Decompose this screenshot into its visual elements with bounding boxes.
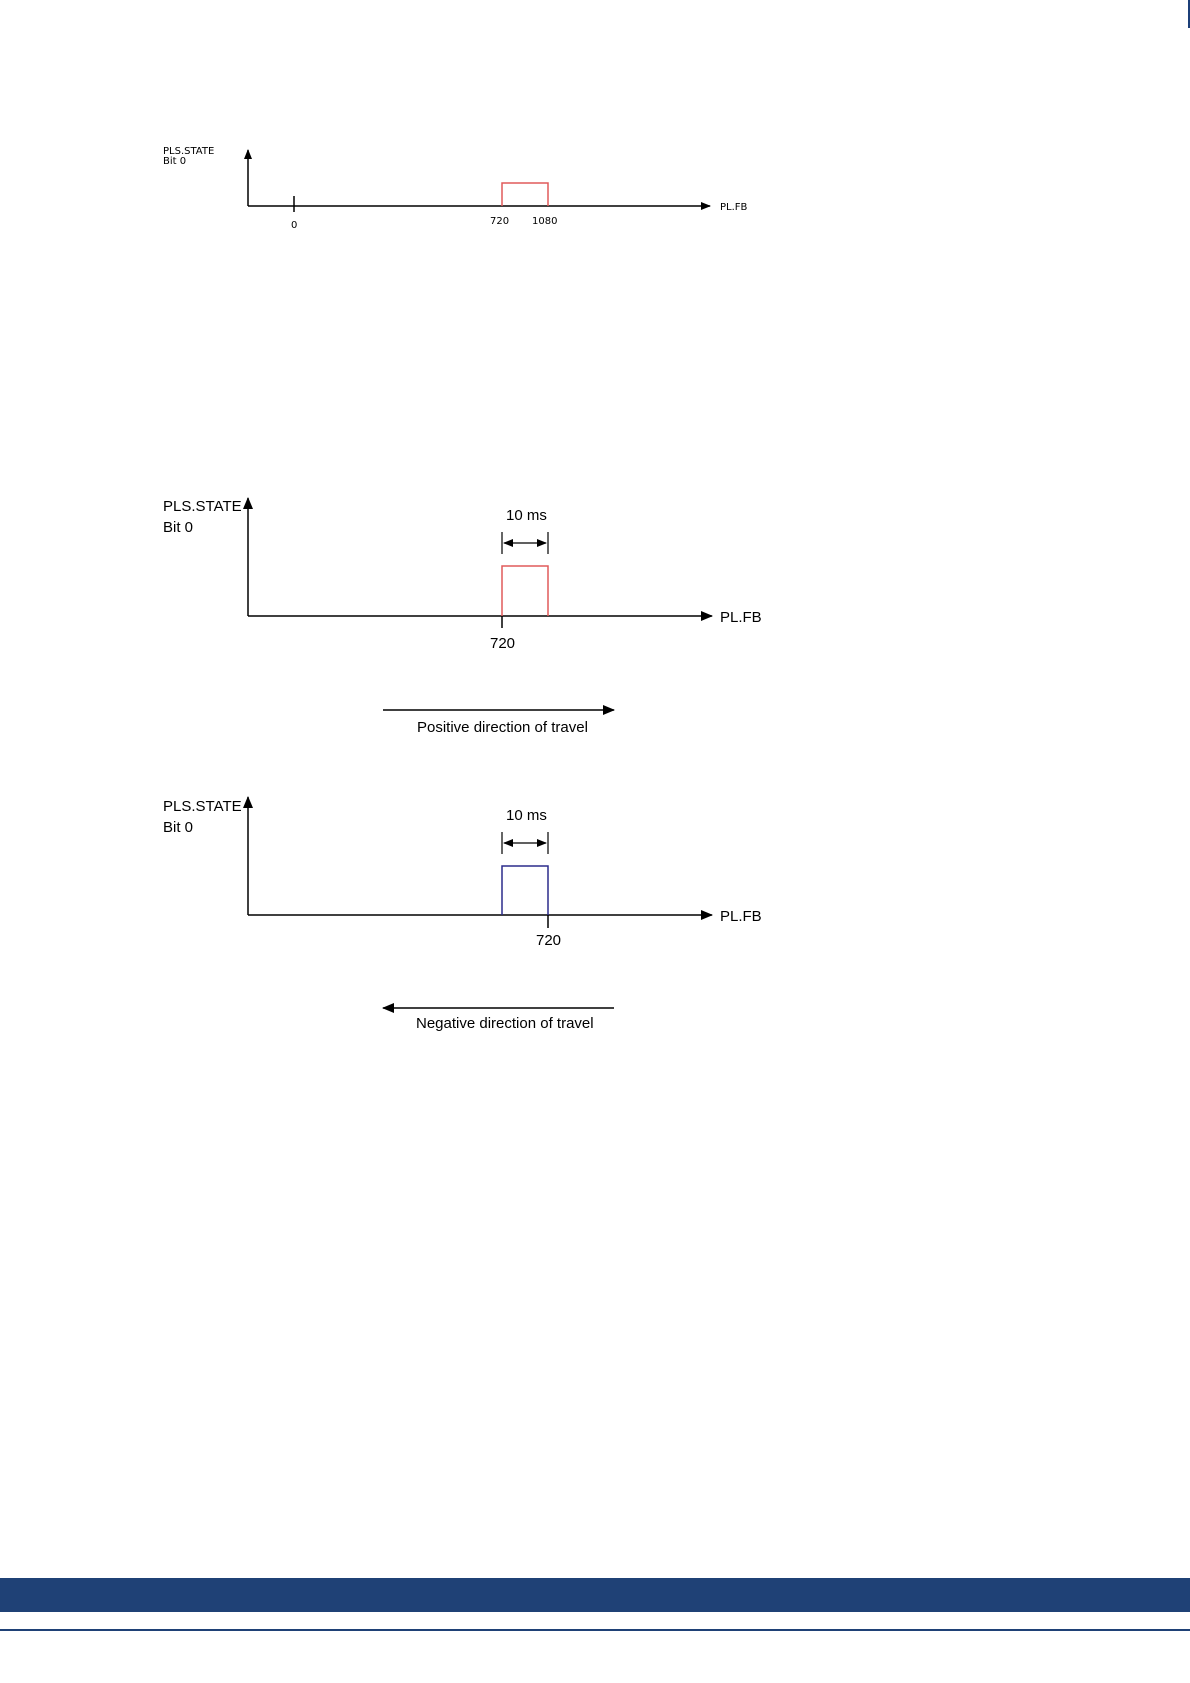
tick-label-720: 720	[536, 932, 561, 949]
y-axis-label-line1: PLS.STATE	[163, 798, 242, 815]
pls-timing-diagram-negative: PLS.STATE Bit 0 10 ms PL.FB 720 Negative…	[0, 0, 1190, 1060]
direction-label: Negative direction of travel	[416, 1015, 594, 1032]
duration-label: 10 ms	[506, 807, 547, 824]
pulse-negative	[502, 866, 548, 915]
footer-band	[0, 1578, 1190, 1612]
y-axis-label-line2: Bit 0	[163, 819, 193, 836]
x-axis-label: PL.FB	[720, 908, 762, 925]
footer-rule	[0, 1629, 1190, 1631]
